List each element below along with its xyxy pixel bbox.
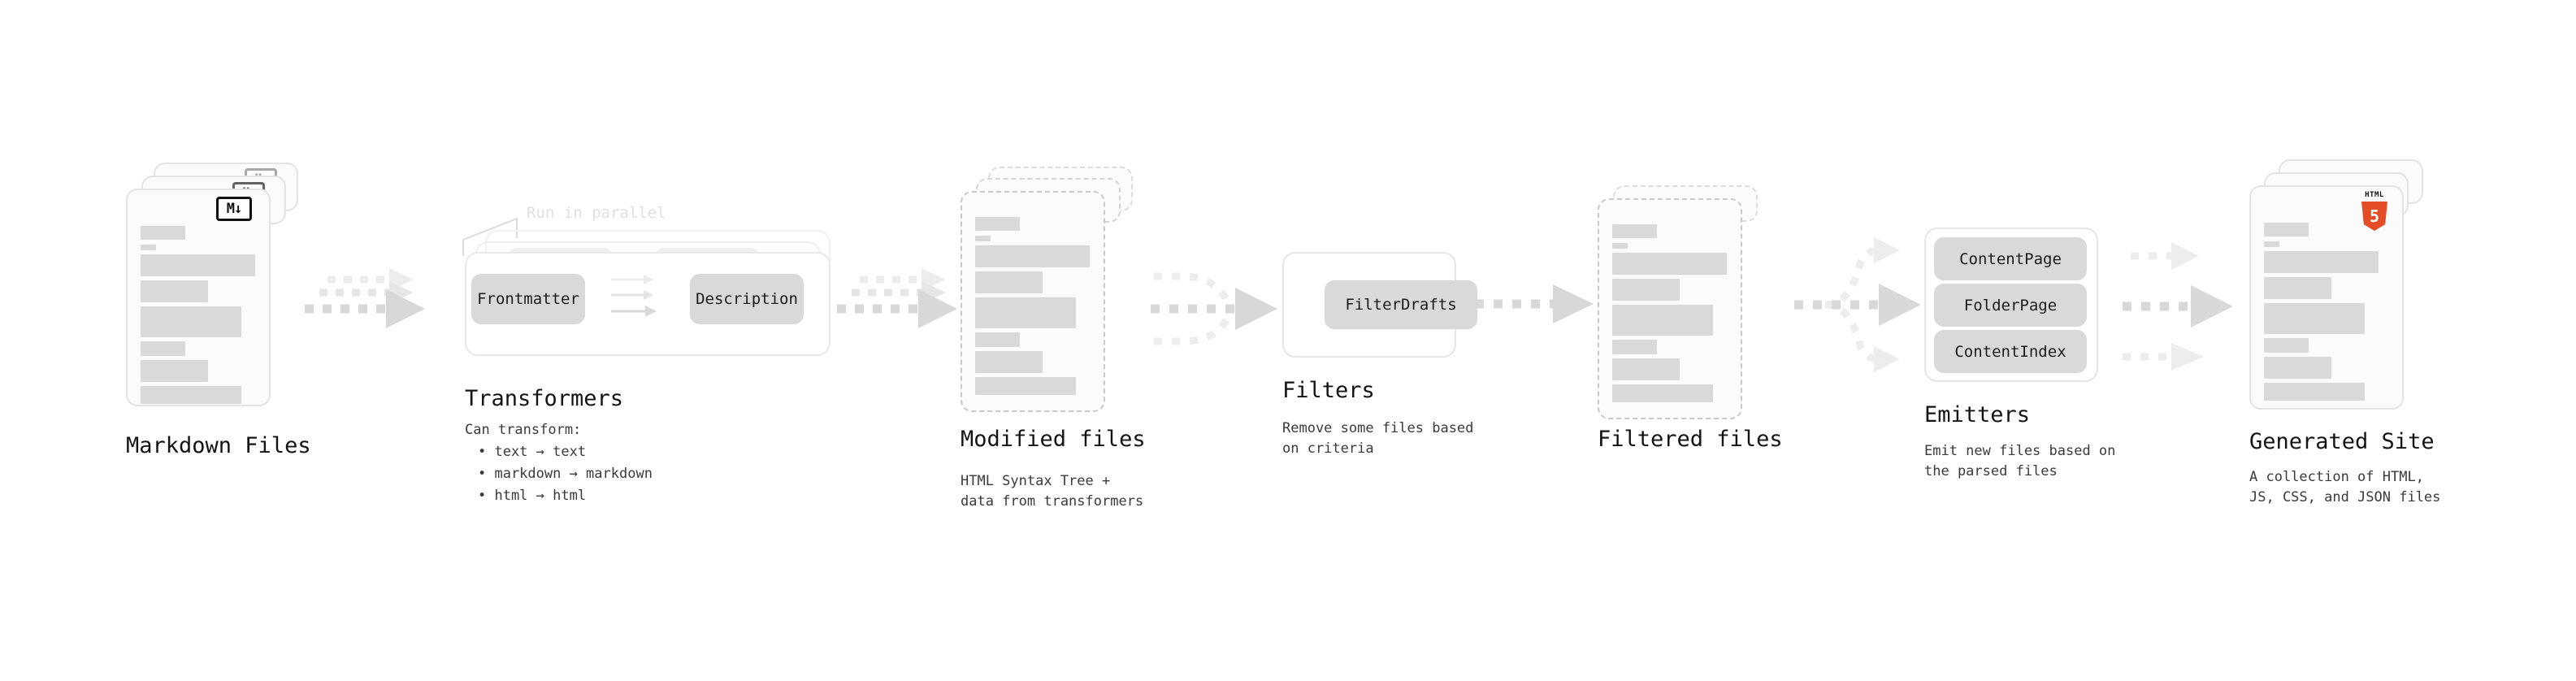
- transformers-bullet-markdown: • markdown → markdown: [478, 466, 653, 482]
- doc-bar: [1612, 224, 1657, 238]
- doc-bar: [975, 245, 1090, 267]
- arrow-filters-to-filtered: [1475, 284, 1594, 323]
- doc-bar: [975, 236, 991, 241]
- filters-title: Filters: [1282, 378, 1375, 403]
- arrow-filtered-to-emitters: [1794, 237, 1921, 372]
- doc-bar: [141, 254, 255, 276]
- arrow-modified-to-filters: [1151, 272, 1277, 345]
- doc-bar: [141, 360, 208, 382]
- arrow-markdown-to-transformers: [305, 268, 425, 328]
- doc-bar: [975, 297, 1076, 328]
- doc-bar: [975, 351, 1043, 373]
- doc-bar: [141, 280, 208, 302]
- filter-chip-filterdrafts[interactable]: FilterDrafts: [1325, 280, 1477, 329]
- transformers-bullet-text: • text → text: [478, 444, 587, 460]
- doc-bar: [2264, 241, 2279, 247]
- markdown-files-title: Markdown Files: [126, 433, 311, 458]
- filtered-files-stack: [1598, 185, 1772, 429]
- transformers-subtitle-heading: Can transform:: [465, 422, 582, 438]
- markdown-files-stack: M↓ M↓ M↓: [126, 163, 301, 406]
- generated-site-subtitle-line-2: JS, CSS, and JSON files: [2249, 489, 2441, 505]
- filters-subtitle-line-1: Remove some files based: [1282, 420, 1474, 436]
- transformers-bullet-html: • html → html: [478, 488, 587, 504]
- doc-bar: [2264, 303, 2365, 334]
- doc-bar: [141, 306, 241, 337]
- doc-bar: [975, 271, 1043, 293]
- doc-bar: [1612, 305, 1713, 336]
- generated-site-title: Generated Site: [2249, 429, 2435, 454]
- transformer-internal-arrows: [611, 275, 657, 317]
- html5-icon: HTML 5: [2361, 192, 2387, 231]
- generated-site-subtitle-line-1: A collection of HTML,: [2249, 469, 2424, 485]
- modified-files-stack: [961, 167, 1135, 419]
- transformer-chip-frontmatter[interactable]: Frontmatter: [471, 274, 585, 324]
- doc-bar: [1612, 253, 1727, 275]
- doc-bar: [141, 341, 185, 356]
- doc-bar: [2264, 223, 2309, 236]
- emitter-chip-contentpage[interactable]: ContentPage: [1934, 237, 2087, 280]
- doc-bar: [975, 217, 1020, 231]
- modified-files-subtitle-line-1: HTML Syntax Tree +: [961, 473, 1111, 489]
- run-in-parallel-label: Run in parallel: [527, 204, 666, 222]
- modified-files-subtitle-line-2: data from transformers: [961, 493, 1144, 510]
- arrow-transformers-to-modified: [837, 268, 957, 328]
- doc-bar: [141, 386, 241, 404]
- emitters-subtitle-line-1: Emit new files based on: [1924, 443, 2116, 459]
- doc-bar: [2264, 383, 2365, 401]
- doc-bar: [2264, 251, 2379, 273]
- html5-shield: 5: [2361, 202, 2387, 231]
- doc-bar: [1612, 340, 1657, 354]
- doc-bar: [141, 245, 156, 250]
- generated-site-stack: CSS HTML 5: [2249, 159, 2444, 419]
- emitter-chip-contentindex[interactable]: ContentIndex: [1934, 330, 2087, 373]
- markdown-icon: M↓: [216, 197, 252, 221]
- html5-icon-digit: 5: [2369, 206, 2380, 226]
- doc-bar: [1612, 243, 1628, 249]
- doc-bar: [975, 377, 1076, 395]
- emitters-title: Emitters: [1924, 402, 2031, 427]
- transformer-chip-description[interactable]: Description: [690, 274, 804, 324]
- doc-bar: [141, 226, 185, 240]
- run-in-parallel-bracket: [462, 217, 518, 256]
- filtered-files-title: Filtered files: [1598, 427, 1783, 452]
- doc-bar: [975, 332, 1020, 347]
- emitters-subtitle-line-2: the parsed files: [1924, 463, 2058, 479]
- doc-bar: [2264, 338, 2309, 353]
- html5-icon-label: HTML: [2365, 191, 2384, 199]
- emitter-chip-folderpage[interactable]: FolderPage: [1934, 284, 2087, 327]
- doc-bar: [1612, 384, 1713, 402]
- modified-files-title: Modified files: [961, 427, 1146, 452]
- transformers-title: Transformers: [465, 386, 624, 411]
- doc-bar: [2264, 357, 2331, 379]
- doc-bar: [1612, 279, 1680, 301]
- filters-subtitle-line-2: on criteria: [1282, 440, 1374, 457]
- arrow-emitters-to-site: [2123, 242, 2233, 371]
- doc-bar: [1612, 358, 1680, 380]
- doc-bar: [2264, 277, 2331, 299]
